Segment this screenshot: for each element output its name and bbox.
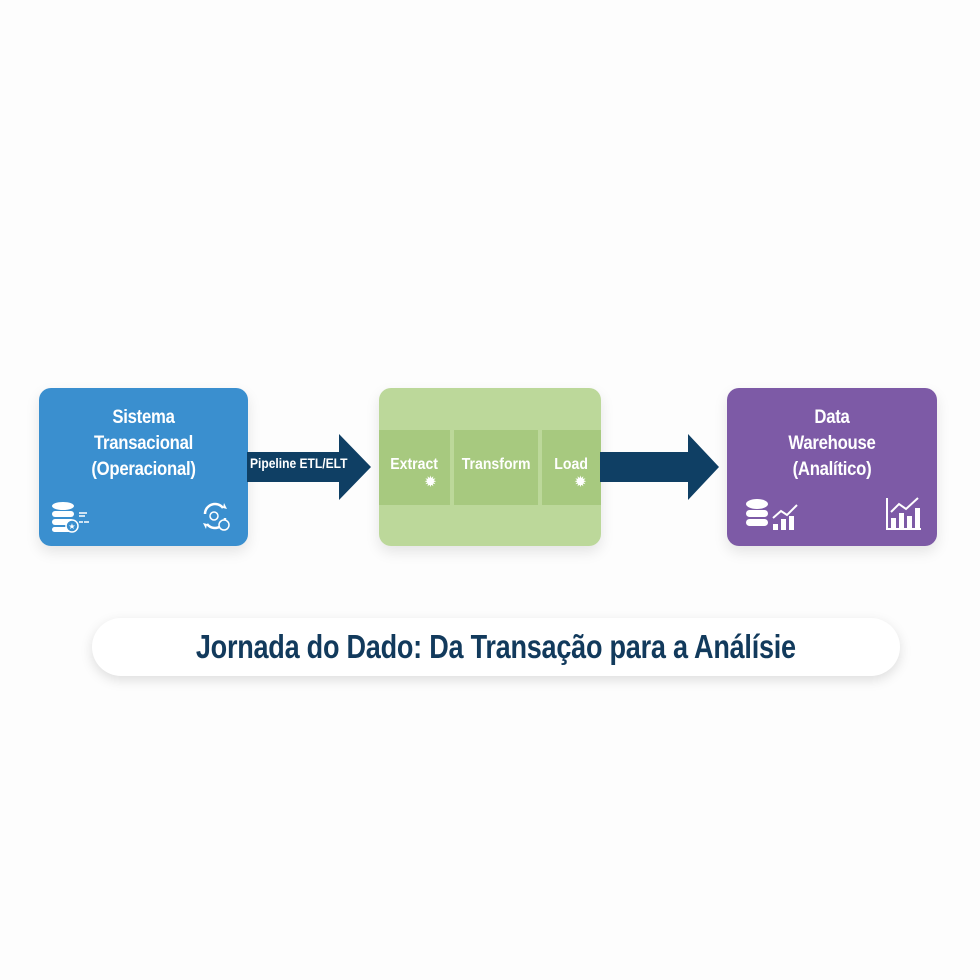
title-line: Warehouse	[788, 433, 876, 454]
gear-icon: ✹	[575, 474, 586, 489]
gear-icon: ✹	[425, 474, 436, 489]
database-chart-icon	[746, 499, 798, 530]
title-line: Transacional	[93, 433, 194, 454]
stage-label: Load	[554, 455, 589, 473]
svg-text:★: ★	[68, 522, 75, 531]
database-transaction-icon: ★	[52, 502, 89, 533]
pipeline-label: Pipeline ETL/ELT	[250, 455, 348, 471]
data-warehouse-box: Data Warehouse (Analítico)	[727, 388, 937, 546]
title-line: (Operacional)	[91, 459, 196, 480]
load-arrow	[600, 434, 719, 500]
title-line: Data	[814, 407, 850, 428]
caption-text: Jornada do Dado: Da Transação para a Aná…	[195, 628, 796, 665]
bar-chart-icon	[886, 497, 921, 530]
stage-label: Extract	[390, 455, 439, 473]
source-system-title: Sistema Transacional (Operacional)	[52, 405, 236, 483]
title-line: (Analítico)	[792, 459, 872, 480]
pipeline-arrow	[247, 434, 371, 500]
stage-transform: Transform	[454, 430, 538, 505]
etl-stages: Extract ✹ Transform Load ✹	[379, 430, 601, 505]
stage-label: Transform	[461, 455, 531, 473]
etl-process-box: Extract ✹ Transform Load ✹	[379, 388, 601, 546]
data-warehouse-title: Data Warehouse (Analítico)	[740, 405, 925, 483]
sync-cycle-icon	[203, 502, 230, 531]
title-line: Sistema	[112, 407, 175, 428]
source-system-box: Sistema Transacional (Operacional) ★	[39, 388, 248, 546]
diagram-caption: Jornada do Dado: Da Transação para a Aná…	[92, 618, 900, 676]
stage-load: Load ✹	[542, 430, 601, 505]
stage-extract: Extract ✹	[379, 430, 450, 505]
